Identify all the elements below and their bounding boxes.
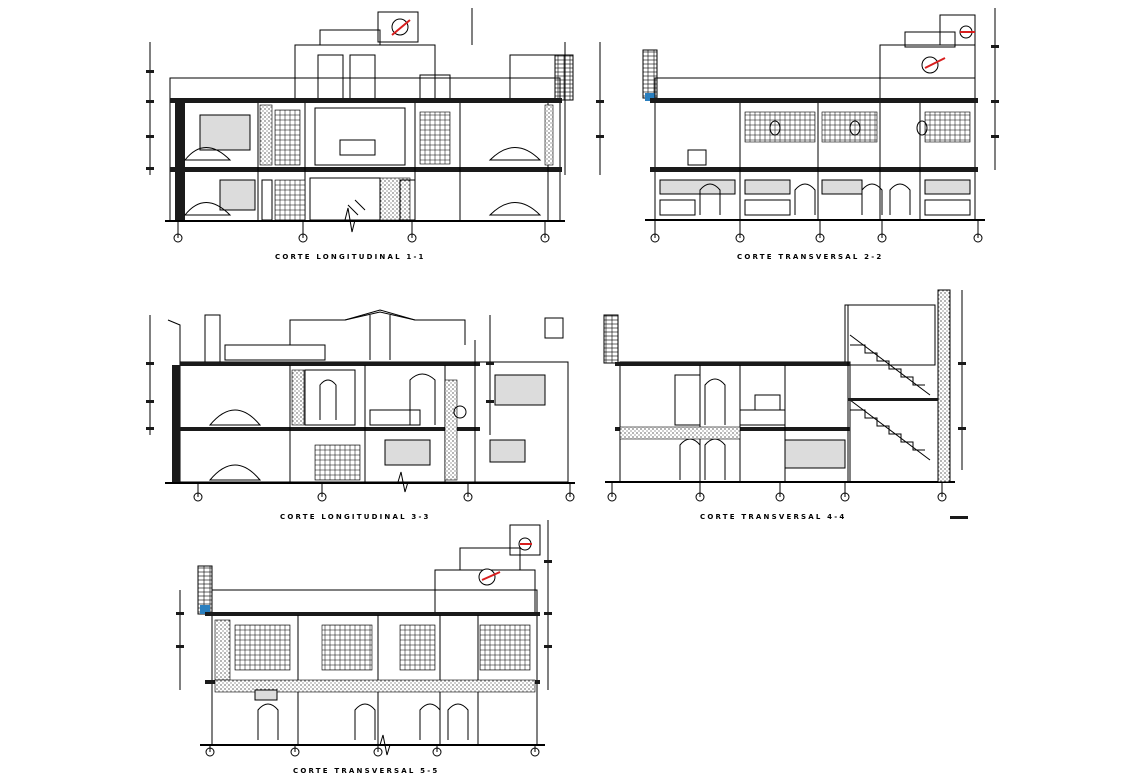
section-transversal-2-2: CORTE TRANSVERSAL 2-2 — [596, 8, 999, 261]
caption-section-1-1: CORTE LONGITUDINAL 1-1 — [275, 253, 426, 261]
caption-section-4-4: CORTE TRANSVERSAL 4-4 — [700, 513, 846, 521]
section-transversal-4-4: CORTE TRANSVERSAL 4-4 — [603, 289, 968, 521]
caption-section-2-2: CORTE TRANSVERSAL 2-2 — [737, 253, 883, 261]
caption-section-3-3: CORTE LONGITUDINAL 3-3 — [280, 513, 431, 521]
section-longitudinal-3-3: CORTE LONGITUDINAL 3-3 — [146, 309, 575, 521]
section-transversal-5-5: CORTE TRANSVERSAL 5-5 — [176, 520, 552, 775]
caption-section-5-5: CORTE TRANSVERSAL 5-5 — [293, 767, 439, 775]
section-longitudinal-1-1: CORTE LONGITUDINAL 1-1 — [146, 8, 574, 261]
